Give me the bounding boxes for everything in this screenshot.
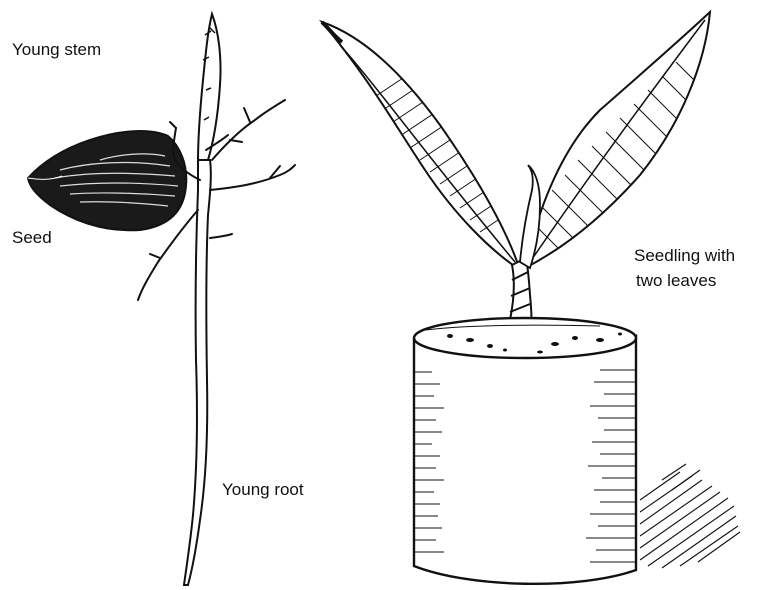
- seed: [28, 131, 186, 230]
- seedling-in-pot-drawing: [322, 12, 740, 584]
- seedling-label-line1: Seedling with: [634, 246, 735, 265]
- pot: [414, 336, 636, 584]
- young-root: [184, 160, 211, 585]
- seed-label: Seed: [12, 228, 52, 248]
- seedling-label: Seedling with two leaves: [634, 246, 735, 291]
- seedling-label-line2: two leaves: [636, 271, 735, 291]
- pot-rim: [414, 318, 636, 358]
- young-root-label: Young root: [222, 480, 304, 500]
- young-stem-label: Young stem: [12, 40, 101, 60]
- pot-shadow: [640, 464, 740, 568]
